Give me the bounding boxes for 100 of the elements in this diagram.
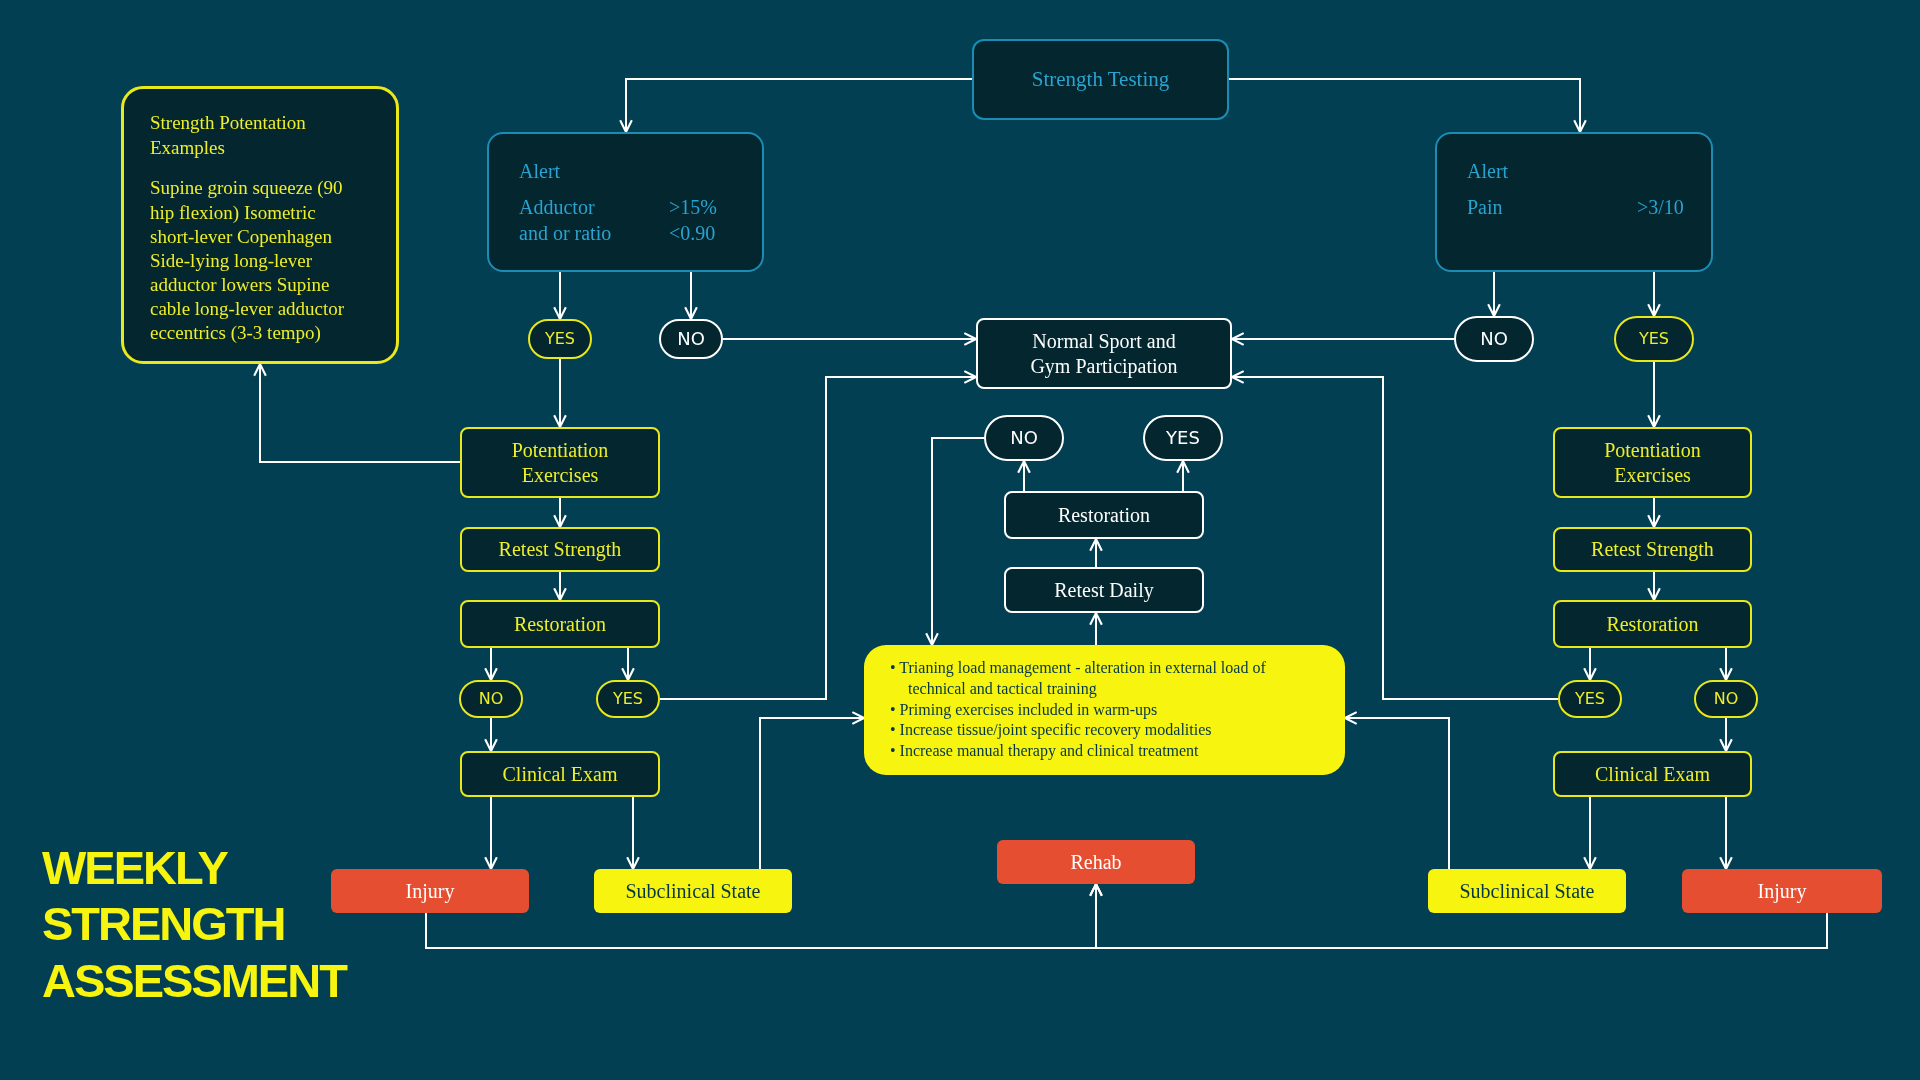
node-label: NO <box>1009 426 1039 450</box>
alert-heading: Alert <box>1467 159 1509 184</box>
outcome-box <box>331 869 529 913</box>
node-label: Injury <box>1756 878 1808 904</box>
outcome-box <box>594 869 792 913</box>
decision-pill <box>659 319 723 359</box>
node-label: NO <box>1712 689 1740 709</box>
process-box <box>1553 751 1752 797</box>
arrow <box>1230 370 1559 700</box>
process-box <box>460 527 660 572</box>
node-label: YES <box>1165 426 1201 450</box>
decision-pill <box>1558 680 1622 718</box>
metric-label: and or ratio <box>519 221 613 246</box>
arrow <box>484 717 498 753</box>
node-label: Restoration <box>1056 502 1152 528</box>
arrow <box>1089 537 1103 568</box>
process-box <box>1553 600 1752 648</box>
arrow <box>553 497 567 529</box>
decision-pill <box>459 680 523 718</box>
process-box <box>460 751 660 797</box>
arrow <box>1647 571 1661 602</box>
arrow <box>1719 796 1733 871</box>
threshold-value: >15% <box>669 195 717 220</box>
arrow <box>722 332 978 346</box>
bullet-item: • Trianing load management - alteration in external load of technical and tactical training <box>890 658 1267 700</box>
decision-pill <box>984 415 1064 461</box>
arrow <box>1230 332 1455 346</box>
node-label: Normal Sport and Gym Participation <box>1029 328 1179 379</box>
alert-heading: Alert <box>519 159 561 184</box>
arrow <box>1719 717 1733 753</box>
arrow <box>1228 78 1587 134</box>
node-label: Strength Testing <box>1030 66 1171 93</box>
threshold-value: <0.90 <box>669 221 717 246</box>
outcome-box <box>1428 869 1626 913</box>
process-box <box>460 600 660 648</box>
arrow <box>659 370 978 700</box>
node-label: Potentiation Exercises <box>1603 437 1702 488</box>
bullet-item: • Increase manual therapy and clinical treatment <box>890 741 1200 762</box>
process-box <box>1553 427 1752 498</box>
node-label: Subclinical State <box>1458 878 1596 904</box>
arrow <box>1176 459 1190 492</box>
process-box <box>460 427 660 498</box>
bullet-item: • Increase tissue/joint specific recovery modalities <box>890 720 1213 741</box>
node-label: NO <box>676 327 706 351</box>
arrow <box>553 571 567 602</box>
bullet-item: • Priming exercises included in warm-ups <box>890 699 1159 721</box>
arrow <box>619 78 973 134</box>
arrow <box>484 796 498 871</box>
arrow <box>253 362 461 463</box>
process-box <box>972 39 1229 120</box>
node-label: YES <box>1637 329 1670 349</box>
node-label: Retest Strength <box>497 537 623 562</box>
node-label: YES <box>611 689 644 709</box>
decision-pill <box>1614 316 1694 362</box>
decision-pill <box>1454 316 1534 362</box>
arrow <box>1647 361 1661 429</box>
arrow <box>553 271 567 321</box>
metric-label: Adductor <box>519 195 596 220</box>
arrow <box>1647 497 1661 529</box>
node-label: Retest Strength <box>1590 537 1715 562</box>
node-label: Potentiation Exercises <box>510 437 610 488</box>
arrow <box>1017 459 1031 492</box>
info-card <box>121 86 399 364</box>
metric-label: Pain <box>1467 195 1504 220</box>
outcome-box <box>997 840 1195 884</box>
node-label: YES <box>543 329 576 349</box>
arrow <box>759 711 866 870</box>
threshold-value: >3/10 <box>1637 195 1684 220</box>
arrow <box>1583 796 1597 871</box>
arrow <box>1719 647 1733 682</box>
node-label: Clinical Exam <box>1594 761 1711 787</box>
arrow <box>626 796 640 871</box>
decision-pill <box>596 680 660 718</box>
arrow <box>553 358 567 429</box>
arrow <box>1343 711 1450 870</box>
card-heading: Strength Potentation Examples <box>150 111 307 160</box>
alert-card <box>1435 132 1713 272</box>
node-label: Rehab <box>1069 849 1123 875</box>
node-label: NO <box>1479 327 1509 351</box>
process-box <box>1004 491 1204 539</box>
decision-pill <box>1694 680 1758 718</box>
node-label: Restoration <box>1605 611 1700 637</box>
arrow <box>1583 647 1597 682</box>
process-box <box>1004 567 1204 613</box>
alert-card <box>487 132 764 272</box>
arrow <box>1089 882 1828 949</box>
decision-pill <box>1143 415 1223 461</box>
arrow <box>684 271 698 321</box>
node-label: YES <box>1573 689 1606 709</box>
node-label: Subclinical State <box>624 878 762 904</box>
title: WEEKLY STRENGTH ASSESSMENT <box>42 840 348 1009</box>
arrow <box>1647 271 1661 318</box>
node-label: Retest Daily <box>1053 577 1155 603</box>
arrow <box>1089 611 1103 646</box>
outcome-box <box>1682 869 1882 913</box>
node-label: Restoration <box>512 611 608 637</box>
node-label: Clinical Exam <box>501 761 619 787</box>
node-label: NO <box>477 689 505 709</box>
arrow <box>1487 271 1501 318</box>
arrow <box>484 647 498 682</box>
